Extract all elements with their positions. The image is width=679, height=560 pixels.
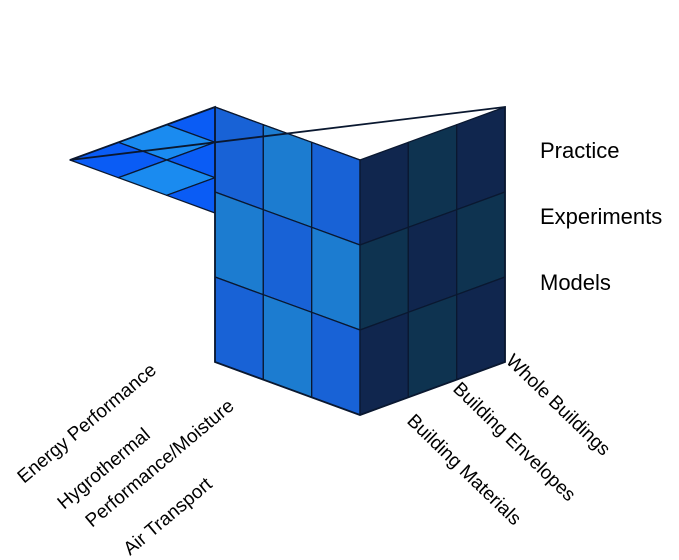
layer-label-models: Models xyxy=(540,270,611,295)
cube xyxy=(69,105,506,416)
layer-label-practice: Practice xyxy=(540,138,619,163)
topic-axis-labels: Energy Performance Hygrothermal Performa… xyxy=(14,360,239,560)
cube-front-face xyxy=(214,106,361,416)
layer-labels: Practice Experiments Models xyxy=(540,138,662,295)
cube-outline xyxy=(69,105,506,416)
layer-label-experiments: Experiments xyxy=(540,204,662,229)
cube-right-face xyxy=(359,106,506,416)
